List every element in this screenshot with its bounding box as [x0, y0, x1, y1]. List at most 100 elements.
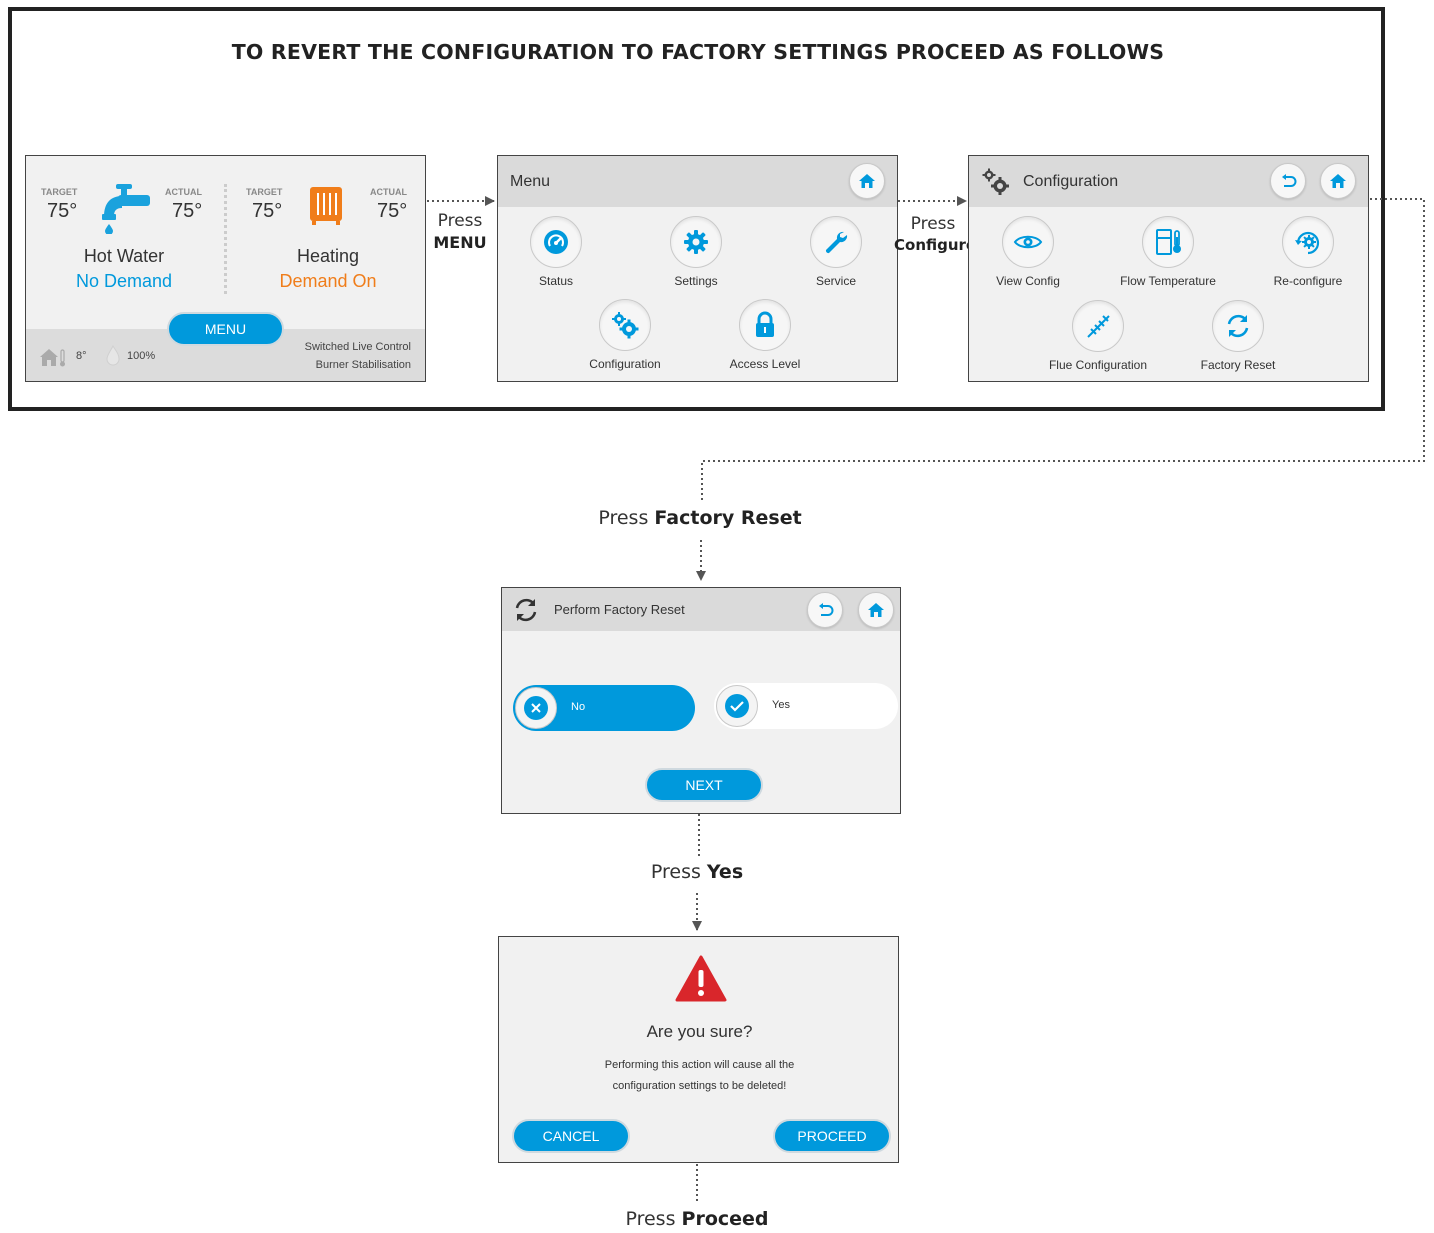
- step-press-word: Press: [910, 214, 956, 234]
- step-press-word: Press: [437, 211, 483, 231]
- heating-target-label: TARGET: [246, 187, 283, 197]
- flow-temperature-label: Flow Temperature: [1120, 274, 1216, 288]
- factory-reset-button[interactable]: [1212, 300, 1264, 352]
- yes-radio: [716, 685, 758, 727]
- flow-temperature-button[interactable]: [1142, 216, 1194, 268]
- hot-water-actual-value: 75°: [172, 200, 203, 222]
- settings-button[interactable]: [670, 216, 722, 268]
- access-level-button[interactable]: [739, 299, 791, 351]
- outdoor-temp-icon: [38, 346, 66, 373]
- reconfigure-label: Re-configure: [1273, 274, 1343, 288]
- tap-icon: [96, 182, 152, 239]
- heating-actual-value: 75°: [377, 200, 408, 222]
- flame-level: 100%: [127, 350, 156, 362]
- wrench-icon: [825, 231, 848, 254]
- heating-actual-label: ACTUAL: [370, 187, 407, 197]
- outdoor-temp: 8°: [76, 350, 87, 362]
- back-icon: [1282, 174, 1297, 187]
- page-title: TO REVERT THE CONFIGURATION TO FACTORY S…: [231, 40, 1165, 64]
- home-button[interactable]: [849, 163, 885, 199]
- home-button[interactable]: [858, 592, 894, 628]
- thermometer-icon: [1156, 229, 1181, 255]
- confirm-screen: Are you sure? Performing this action wil…: [498, 936, 899, 1163]
- back-icon: [819, 603, 834, 616]
- back-button[interactable]: [807, 592, 843, 628]
- status-line-1: Switched Live Control: [304, 341, 411, 353]
- heating-name: Heating: [296, 246, 360, 266]
- eye-icon: [1013, 235, 1043, 249]
- factory-reset-screen: Perform Factory Reset No Yes NEXT: [501, 587, 901, 814]
- status-line-2: Burner Stabilisation: [315, 359, 411, 371]
- radiator-icon: [309, 186, 343, 231]
- lock-icon: [756, 311, 774, 337]
- yes-option[interactable]: Yes: [714, 683, 898, 729]
- configuration-label: Configuration: [589, 357, 661, 371]
- no-option[interactable]: No: [513, 685, 695, 731]
- confirm-heading: Are you sure?: [646, 1022, 753, 1041]
- step-press-menu: Press MENU: [428, 211, 492, 252]
- refresh-icon: [512, 596, 540, 629]
- confirm-message-line-2: configuration settings to be deleted!: [612, 1080, 787, 1092]
- home-button[interactable]: [1320, 163, 1356, 199]
- step-press-target: MENU: [433, 233, 487, 252]
- heating-status: Demand On: [279, 271, 377, 291]
- hot-water-status: No Demand: [75, 271, 173, 291]
- step-press-word: Press: [625, 1208, 676, 1230]
- status-label: Status: [538, 274, 574, 288]
- home-icon: [859, 174, 875, 188]
- flame-icon: [106, 344, 120, 372]
- hot-water-target-value: 75°: [47, 200, 78, 222]
- proceed-button[interactable]: PROCEED: [773, 1119, 891, 1153]
- step-press-target: Proceed: [681, 1208, 769, 1230]
- no-label: No: [571, 701, 586, 713]
- next-button[interactable]: NEXT: [645, 768, 763, 802]
- step-press-configure: Press Configure: [894, 214, 977, 254]
- menu-screen: Menu Status Settings Service Configurati…: [497, 155, 898, 382]
- configuration-screen: Configuration View Config Flow Temperatu…: [968, 155, 1369, 382]
- view-config-button[interactable]: [1002, 216, 1054, 268]
- flue-icon: [1087, 315, 1110, 338]
- step-press-target: Configure: [894, 236, 977, 254]
- heating-target-value: 75°: [252, 200, 283, 222]
- gears-icon: [612, 312, 639, 339]
- yes-label: Yes: [772, 699, 790, 711]
- flue-configuration-button[interactable]: [1072, 300, 1124, 352]
- gauge-icon: [544, 230, 568, 254]
- refresh-icon: [1227, 314, 1249, 338]
- step-press-word: Press: [598, 507, 649, 529]
- status-button[interactable]: [530, 216, 582, 268]
- home-screen: TARGET 75° ACTUAL 75° Hot Water No Deman…: [25, 155, 426, 382]
- flue-configuration-label: Flue Configuration: [1048, 358, 1148, 372]
- factory-reset-label: Factory Reset: [1200, 358, 1276, 372]
- step-press-target: Factory Reset: [654, 507, 802, 529]
- service-button[interactable]: [810, 216, 862, 268]
- hot-water-name: Hot Water: [83, 246, 165, 266]
- hot-water-target-label: TARGET: [41, 187, 78, 197]
- cancel-button[interactable]: CANCEL: [512, 1119, 630, 1153]
- view-config-label: View Config: [996, 274, 1060, 288]
- service-label: Service: [815, 274, 856, 288]
- column-divider: [224, 184, 227, 294]
- menu-title: Menu: [510, 173, 551, 190]
- settings-label: Settings: [674, 274, 718, 288]
- connector-config-to-reset: [701, 198, 1425, 503]
- gears-icon: [981, 167, 1011, 202]
- menu-header: [498, 156, 897, 207]
- factory-reset-title: Perform Factory Reset: [554, 602, 685, 617]
- confirm-message-line-1: Performing this action will cause all th…: [604, 1059, 795, 1071]
- step-press-yes: Press Yes: [497, 861, 897, 883]
- check-icon: [725, 694, 749, 718]
- configuration-button[interactable]: [599, 299, 651, 351]
- step-press-proceed: Press Proceed: [497, 1208, 897, 1230]
- access-level-label: Access Level: [729, 357, 801, 371]
- home-icon: [868, 603, 884, 617]
- back-button[interactable]: [1270, 163, 1306, 199]
- no-radio: [515, 687, 557, 729]
- step-press-factory-reset: Press Factory Reset: [500, 507, 900, 529]
- reconfigure-button[interactable]: [1282, 216, 1334, 268]
- configuration-title: Configuration: [1023, 173, 1119, 190]
- menu-button[interactable]: MENU: [167, 312, 284, 346]
- hot-water-actual-label: ACTUAL: [165, 187, 202, 197]
- reconfigure-icon: [1295, 231, 1320, 255]
